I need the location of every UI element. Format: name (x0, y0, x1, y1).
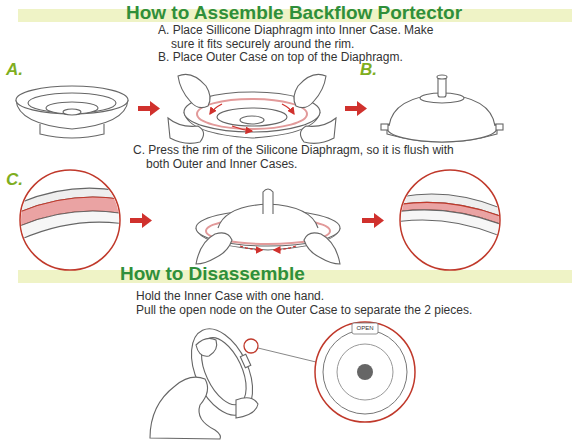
press-arrow (240, 246, 296, 250)
leader-line (258, 348, 316, 362)
section-heading: How to Assemble Backflow Portector (126, 2, 462, 24)
rim-detail (395, 170, 505, 270)
instruction-text: Pull the open node on the Outer Case to … (136, 304, 472, 318)
step-letter: A. (6, 60, 23, 80)
instruction-text: B. Place Outer Case on top of the Diaphr… (158, 51, 458, 65)
outer-case (381, 75, 503, 142)
node-detail (315, 322, 415, 422)
section-heading: How to Disassemble (120, 263, 305, 285)
press-arrow (210, 104, 294, 131)
instruction-text: C. Press the rim of the Silicone Diaphra… (133, 144, 463, 172)
step-letter: B. (360, 60, 377, 80)
inner-case (16, 86, 128, 138)
step-letter: C. (6, 170, 23, 190)
assembled-protector (196, 189, 340, 264)
node-highlight (244, 339, 258, 353)
case-marking: OPEN (356, 325, 373, 332)
hand-with-case (150, 318, 268, 439)
instruction-text: A. Place Sillicone Diaphragm into Inner … (158, 24, 458, 52)
hand (168, 74, 336, 143)
rim-detail (15, 170, 125, 270)
instruction-text: Hold the Inner Case with one hand. (136, 290, 324, 304)
